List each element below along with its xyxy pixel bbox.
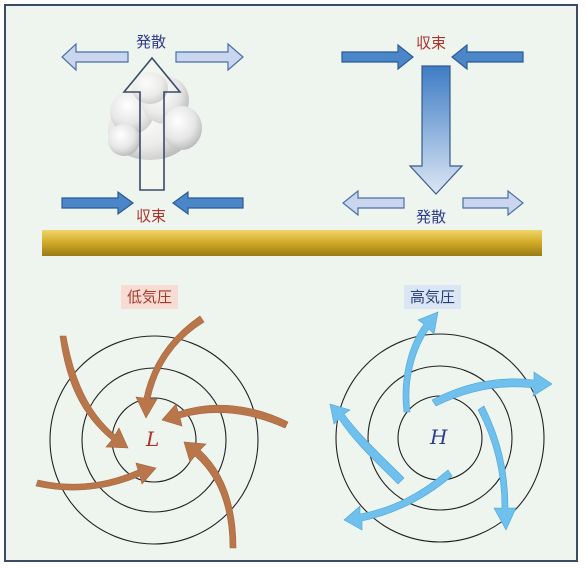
top-right-divergence-label: 発散 bbox=[416, 208, 447, 226]
convergence-arrow-right bbox=[171, 190, 244, 216]
top-right-downdraft-group bbox=[341, 43, 524, 217]
divergence-arrow-left-lower bbox=[342, 189, 405, 217]
high-pressure-wind-arrows bbox=[329, 311, 553, 531]
top-left-divergence-label: 発散 bbox=[136, 33, 167, 51]
top-right-convergence-label: 収束 bbox=[416, 34, 447, 52]
top-left-convergence-label: 収束 bbox=[136, 207, 167, 225]
cloud-icon bbox=[108, 72, 202, 160]
convergence-arrow-right-upper bbox=[451, 43, 524, 71]
divergence-arrow-right-lower bbox=[462, 189, 524, 217]
divergence-arrow-right bbox=[175, 42, 244, 72]
high-pressure-title: 高気圧 bbox=[404, 285, 462, 309]
top-left-updraft-group bbox=[61, 42, 244, 216]
diagram-frame bbox=[4, 4, 578, 562]
updraft-arrow bbox=[122, 56, 182, 191]
divergence-arrow-left bbox=[61, 42, 129, 72]
downdraft-arrow bbox=[408, 65, 464, 195]
convergence-arrow-left-upper bbox=[341, 43, 414, 71]
high-pressure-center-label: H bbox=[430, 425, 448, 449]
convergence-arrow-left bbox=[61, 190, 135, 216]
low-pressure-title: 低気圧 bbox=[121, 285, 179, 309]
low-pressure-isobars bbox=[49, 335, 259, 545]
ground-bar bbox=[42, 230, 542, 256]
low-pressure-center-label: L bbox=[146, 427, 160, 451]
low-pressure-wind-arrows bbox=[35, 315, 289, 549]
